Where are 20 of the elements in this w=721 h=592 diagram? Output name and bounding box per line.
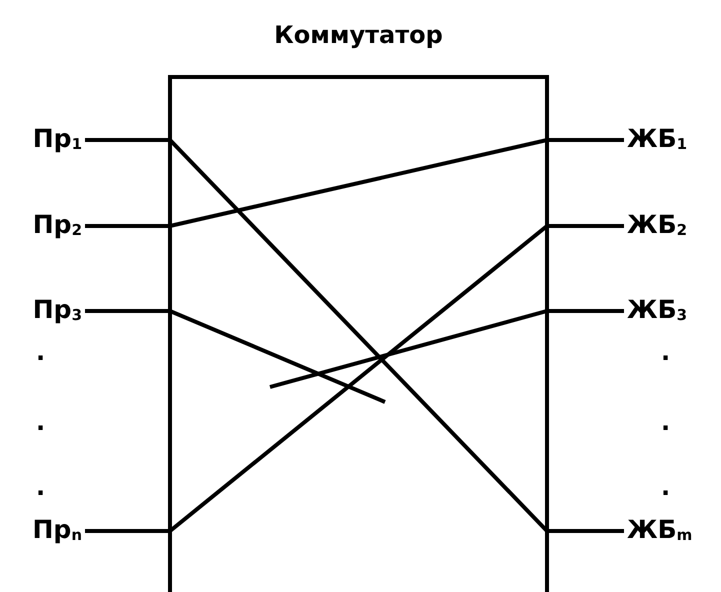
wire bbox=[85, 224, 624, 533]
terminal-label: Пр$_{3}$ bbox=[32, 295, 82, 330]
wire bbox=[85, 138, 624, 228]
ellipsis-dot: . bbox=[36, 340, 46, 364]
wire bbox=[85, 309, 386, 404]
ellipsis-dot: . bbox=[661, 340, 670, 364]
wire bbox=[85, 138, 624, 533]
wire bbox=[269, 309, 624, 389]
box-title: Коммутатор bbox=[273, 20, 444, 50]
ellipsis-dot: . bbox=[661, 410, 670, 434]
ellipsis-dot: . bbox=[661, 475, 670, 499]
ellipsis-dot: . bbox=[36, 475, 46, 499]
terminal-label: Пр$_{1}$ bbox=[32, 124, 82, 159]
terminal-label: Пр$_{n}$ bbox=[32, 515, 82, 550]
terminal-label: ЖБ$_{1}$ bbox=[627, 124, 688, 159]
ellipsis-dot: . bbox=[36, 410, 46, 434]
terminal-label: ЖБ$_{3}$ bbox=[627, 295, 688, 330]
terminal-label: ЖБ$_{2}$ bbox=[627, 210, 688, 245]
terminal-label: Пр$_{2}$ bbox=[32, 210, 82, 245]
terminal-label: ЖБ$_{m}$ bbox=[627, 515, 692, 550]
